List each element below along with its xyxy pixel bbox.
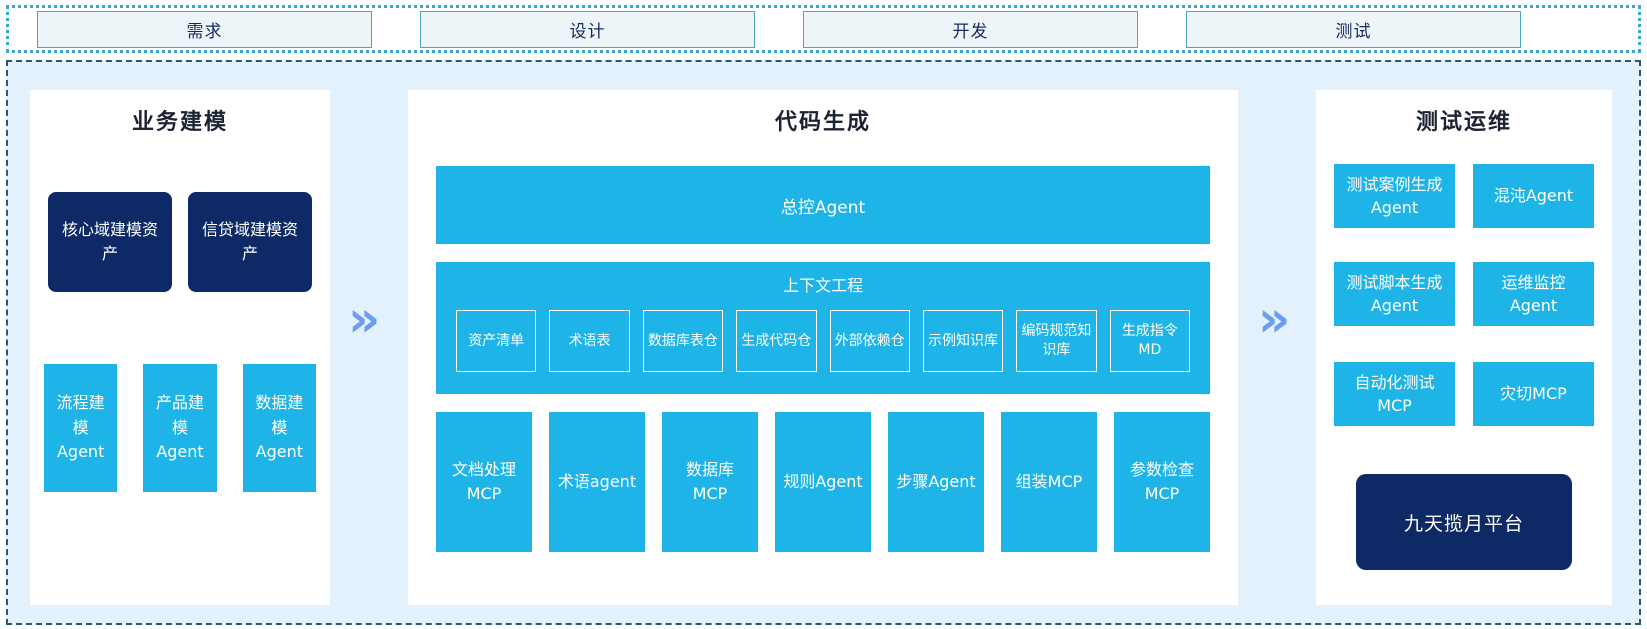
- stage-design: 设计: [420, 10, 755, 48]
- generation-instruction-md-item: 生成指令MD: [1109, 310, 1190, 372]
- external-dependency-repo-item: 外部依赖仓: [829, 310, 910, 372]
- test-ops-row-1: 测试案例生成Agent 混沌Agent: [1316, 164, 1612, 228]
- rule-agent-box: 规则Agent: [775, 412, 871, 552]
- double-chevron-arrow-icon: »: [1258, 290, 1291, 348]
- panel-test-ops: 测试运维 测试案例生成Agent 混沌Agent 测试脚本生成Agent 运维监…: [1316, 90, 1612, 605]
- context-engineering-bar: 上下文工程 资产清单 术语表 数据库表仓 生成代码仓 外部依赖仓 示例知识库 编…: [436, 262, 1210, 394]
- assembly-mcp-box: 组装MCP: [1001, 412, 1097, 552]
- modeling-agent-row: 流程建模Agent 产品建模Agent 数据建模Agent: [30, 364, 330, 492]
- asset-list-item: 资产清单: [456, 310, 537, 372]
- automated-test-mcp-box: 自动化测试MCP: [1334, 362, 1455, 426]
- test-ops-row-3: 自动化测试MCP 灾切MCP: [1316, 362, 1612, 426]
- param-check-mcp-box: 参数检查MCP: [1114, 412, 1210, 552]
- panel-business-modeling: 业务建模 核心域建模资产 信贷域建模资产 流程建模Agent 产品建模Agent…: [30, 90, 330, 605]
- db-table-repo-item: 数据库表仓: [642, 310, 724, 372]
- doc-processing-mcp-box: 文档处理MCP: [436, 412, 532, 552]
- double-chevron-arrow-icon: »: [348, 290, 381, 348]
- context-item-row: 资产清单 术语表 数据库表仓 生成代码仓 外部依赖仓 示例知识库 编码规范知识库…: [436, 296, 1210, 372]
- stage-testing: 测试: [1186, 10, 1521, 48]
- test-case-gen-agent-box: 测试案例生成Agent: [1334, 164, 1455, 228]
- stage-strip: 需求 设计 开发 测试: [6, 5, 1641, 53]
- example-knowledge-base-item: 示例知识库: [922, 310, 1004, 372]
- ops-monitoring-agent-box: 运维监控Agent: [1473, 262, 1594, 326]
- glossary-agent-box: 术语agent: [549, 412, 645, 552]
- main-area: 业务建模 核心域建模资产 信贷域建模资产 流程建模Agent 产品建模Agent…: [6, 60, 1641, 625]
- process-modeling-agent-box: 流程建模Agent: [44, 364, 118, 492]
- panel-code-generation: 代码生成 总控Agent 上下文工程 资产清单 术语表 数据库表仓 生成代码仓 …: [408, 90, 1238, 605]
- code-generation-title: 代码生成: [774, 110, 871, 135]
- stage-requirements: 需求: [37, 10, 372, 48]
- chaos-agent-box: 混沌Agent: [1473, 164, 1594, 228]
- step-agent-box: 步骤Agent: [888, 412, 984, 552]
- core-domain-asset-box: 核心域建模资产: [48, 192, 172, 292]
- modeling-asset-row: 核心域建模资产 信贷域建模资产: [30, 192, 330, 292]
- data-modeling-agent-box: 数据建模Agent: [242, 364, 316, 492]
- context-engineering-title: 上下文工程: [782, 276, 863, 295]
- coding-standard-kb-item: 编码规范知识库: [1016, 310, 1097, 372]
- generated-code-repo-item: 生成代码仓: [736, 310, 817, 372]
- jiutian-lanyue-platform-box: 九天揽月平台: [1356, 474, 1572, 570]
- business-modeling-title: 业务建模: [131, 110, 228, 135]
- master-agent-bar: 总控Agent: [436, 166, 1210, 244]
- product-modeling-agent-box: 产品建模Agent: [143, 364, 217, 492]
- test-ops-title: 测试运维: [1415, 110, 1512, 135]
- disaster-switch-mcp-box: 灾切MCP: [1473, 362, 1594, 426]
- database-mcp-box: 数据库MCP: [662, 412, 758, 552]
- stage-development: 开发: [803, 10, 1138, 48]
- tool-box-row: 文档处理MCP 术语agent 数据库MCP 规则Agent 步骤Agent 组…: [436, 412, 1210, 552]
- test-script-gen-agent-box: 测试脚本生成Agent: [1334, 262, 1455, 326]
- credit-domain-asset-box: 信贷域建模资产: [188, 192, 312, 292]
- glossary-item: 术语表: [549, 310, 630, 372]
- test-ops-row-2: 测试脚本生成Agent 运维监控Agent: [1316, 262, 1612, 326]
